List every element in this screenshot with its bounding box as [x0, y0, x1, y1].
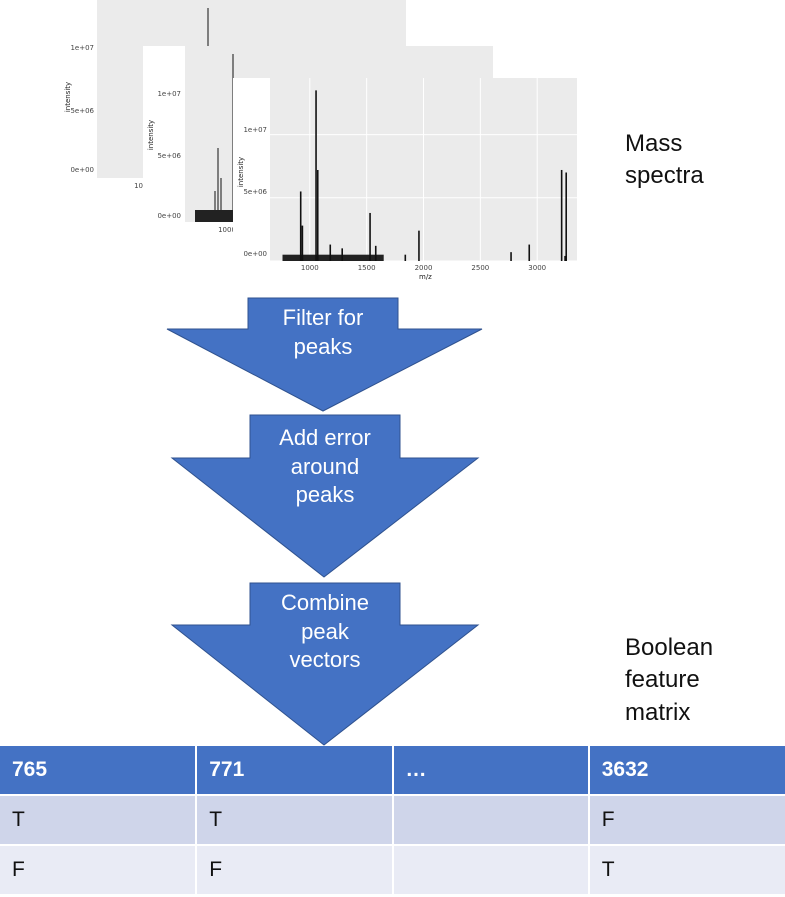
spectrum-1-ytick-zero: 0e+00	[70, 166, 94, 174]
header-cell: 765	[0, 746, 198, 796]
spectrum-1-ylabel: intensity	[64, 81, 73, 113]
spectrum-1-ytick-mid: 5e+06	[70, 107, 94, 115]
step-filter-text: Filter for peaks	[248, 304, 398, 361]
feature-matrix-header-row: 765 771 … 3632	[0, 746, 785, 796]
step-combine-text: Combine peak vectors	[250, 589, 400, 675]
table-cell: F	[588, 795, 785, 846]
spectrum-3-xtick: 1000	[300, 264, 319, 272]
boolean-matrix-label: Boolean feature matrix	[625, 632, 713, 729]
spectrum-3-chart	[270, 78, 577, 261]
table-cell: T	[196, 795, 394, 846]
spectrum-3-xtick: 2500	[471, 264, 490, 272]
spectrum-3-xtick: 3000	[528, 264, 547, 272]
spectrum-panel-3: 1e+07 5e+06 0e+00 intensity m/z 1000 1500…	[233, 78, 590, 286]
spectrum-2-ylabel: intensity	[147, 119, 156, 151]
spectrum-3-xlabel: m/z	[419, 273, 432, 281]
table-cell	[392, 795, 590, 846]
step-line: peaks	[293, 333, 353, 359]
step-line: peaks	[295, 482, 355, 508]
spectrum-2-ytick-zero: 0e+00	[157, 212, 181, 220]
step-line: Combine	[280, 590, 370, 615]
spectrum-2-ytick-top: 1e+07	[157, 90, 181, 98]
header-cell: 3632	[588, 746, 785, 796]
step-line: Add error	[279, 425, 371, 450]
spectrum-3-xtick: 1500	[357, 264, 376, 272]
table-cell: F	[196, 845, 394, 896]
spectrum-3-xtick: 2000	[414, 264, 433, 272]
header-cell: 771	[196, 746, 394, 796]
step-line: vectors	[289, 647, 361, 673]
mass-spectra-label: Mass spectra	[625, 128, 704, 193]
spectrum-2-ytick-mid: 5e+06	[157, 152, 181, 160]
mass-spectra-label-line: Mass	[625, 130, 683, 157]
step-line: Filter for	[282, 305, 364, 330]
table-row: T T F	[0, 795, 785, 846]
table-cell: T	[0, 795, 198, 846]
step-add-error-text: Add error around peaks	[250, 424, 400, 510]
boolean-matrix-label-line: Boolean	[625, 634, 714, 661]
mass-spectra-label-line: spectra	[625, 162, 704, 190]
spectrum-1-ytick-top: 1e+07	[70, 44, 94, 52]
table-cell: F	[0, 845, 198, 896]
table-cell	[392, 845, 590, 896]
table-cell: T	[588, 845, 785, 896]
header-cell: …	[392, 746, 590, 796]
step-line: peak	[301, 618, 349, 644]
boolean-matrix-label-line: matrix	[625, 698, 691, 726]
table-row: F F T	[0, 845, 785, 896]
spectrum-3-ytick-mid: 5e+06	[243, 188, 267, 196]
spectrum-3-ylabel: intensity	[237, 156, 246, 188]
noise-band	[282, 254, 384, 261]
spectrum-3-ytick-top: 1e+07	[243, 126, 267, 134]
spectrum-2-xtick: 1000	[218, 226, 236, 234]
feature-matrix-table: 765 771 … 3632 T T F F F T	[0, 746, 785, 896]
spectrum-3-ytick-zero: 0e+00	[243, 250, 267, 258]
boolean-matrix-label-line: feature	[625, 666, 700, 694]
step-line: around	[290, 453, 360, 479]
